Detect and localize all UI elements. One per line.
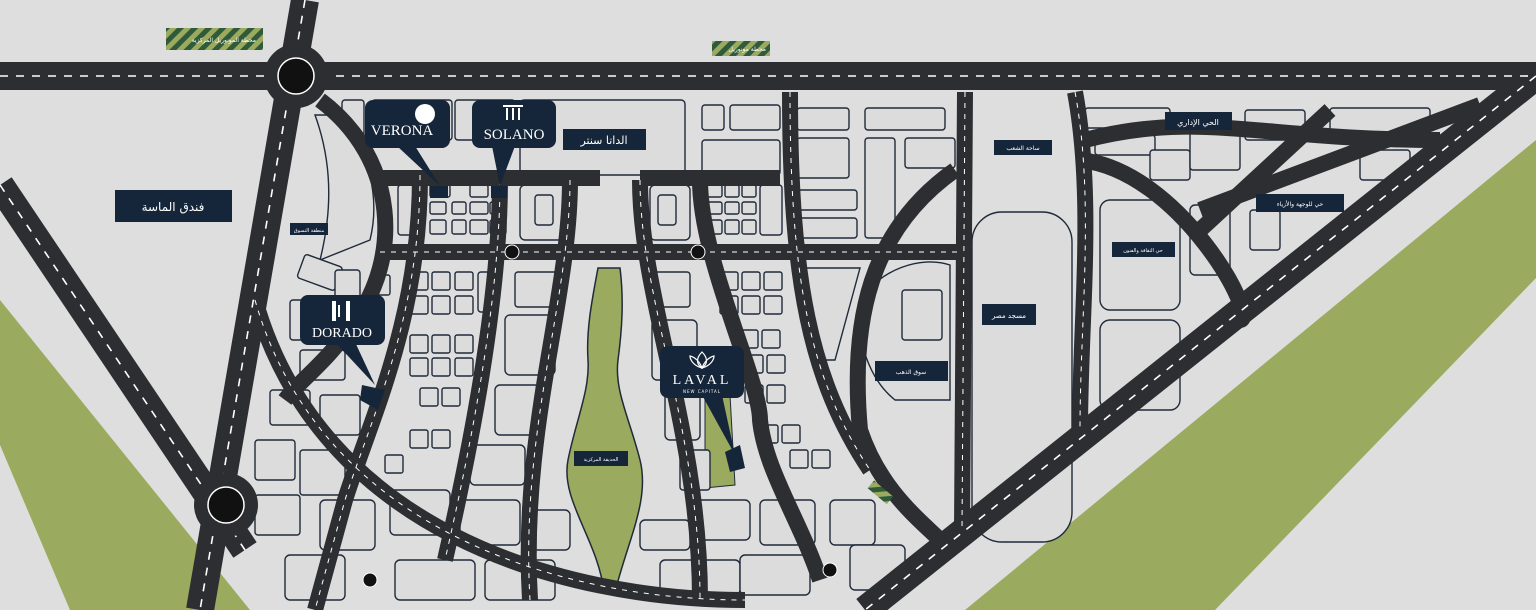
landmark-embassy-district[interactable]: حي للوجهة والأزياء xyxy=(1256,194,1344,212)
verona-logo-icon xyxy=(415,104,435,124)
landmark-gold-square[interactable]: ساحة الشعب xyxy=(994,140,1052,155)
project-solano-marker[interactable]: SOLANO xyxy=(472,100,556,198)
project-laval-marker[interactable]: LAVAL NEW CAPITAL xyxy=(660,346,745,472)
landmark-admin-district[interactable]: الحي الإداري xyxy=(1165,112,1232,130)
landmark-egypt-mosque-label: مسجد مصر xyxy=(991,312,1026,320)
verona-label: VERONA xyxy=(371,123,434,139)
solano-label: SOLANO xyxy=(484,127,545,143)
landmark-market-label: منطقة التسوق xyxy=(294,228,325,234)
roundabouts xyxy=(194,44,838,588)
landmark-hotel[interactable]: فندق الماسة xyxy=(115,190,232,222)
laval-label: LAVAL xyxy=(673,373,732,388)
dorado-label: DORADO xyxy=(312,326,372,341)
project-dorado-marker[interactable]: DORADO xyxy=(300,295,385,410)
laval-subtitle: NEW CAPITAL xyxy=(683,389,721,394)
station-train[interactable]: محطة مونوريل xyxy=(712,41,770,56)
landmark-gold-market[interactable]: سوق الذهب xyxy=(875,361,948,381)
project-verona-marker[interactable]: VERONA xyxy=(365,100,450,198)
landmark-data-center[interactable]: الداتا سنتر xyxy=(563,129,646,150)
landmark-data-center-label: الداتا سنتر xyxy=(579,134,627,147)
landmark-hotel-label: فندق الماسة xyxy=(142,200,205,214)
laval-lotus-icon xyxy=(689,351,715,369)
station-metro[interactable]: محطة المونوريل المركزية xyxy=(166,28,263,50)
landmark-arts-district-label: حي الثقافة والفنون xyxy=(1123,248,1163,254)
green-belt-left xyxy=(0,300,250,610)
landmark-embassy-district-label: حي للوجهة والأزياء xyxy=(1277,200,1324,208)
landmark-gold-square-label: ساحة الشعب xyxy=(1006,145,1039,152)
station-train-label: محطة مونوريل xyxy=(729,46,766,53)
solano-logo-icon xyxy=(503,105,523,120)
landmark-gold-market-label: سوق الذهب xyxy=(896,369,926,376)
landmark-market[interactable]: منطقة التسوق xyxy=(290,223,328,235)
landmark-egypt-mosque[interactable]: مسجد مصر xyxy=(982,304,1036,325)
small-green-marker xyxy=(867,480,894,505)
landmark-admin-district-label: الحي الإداري xyxy=(1177,118,1219,128)
station-metro-label: محطة المونوريل المركزية xyxy=(192,37,256,44)
dorado-logo-icon xyxy=(332,301,350,321)
landmark-central-park-label: الحديقة المركزية xyxy=(584,457,619,463)
green-belt-right xyxy=(965,140,1536,610)
landmark-arts-district[interactable]: حي الثقافة والفنون xyxy=(1112,242,1175,257)
landmark-central-park[interactable]: الحديقة المركزية xyxy=(574,451,628,466)
